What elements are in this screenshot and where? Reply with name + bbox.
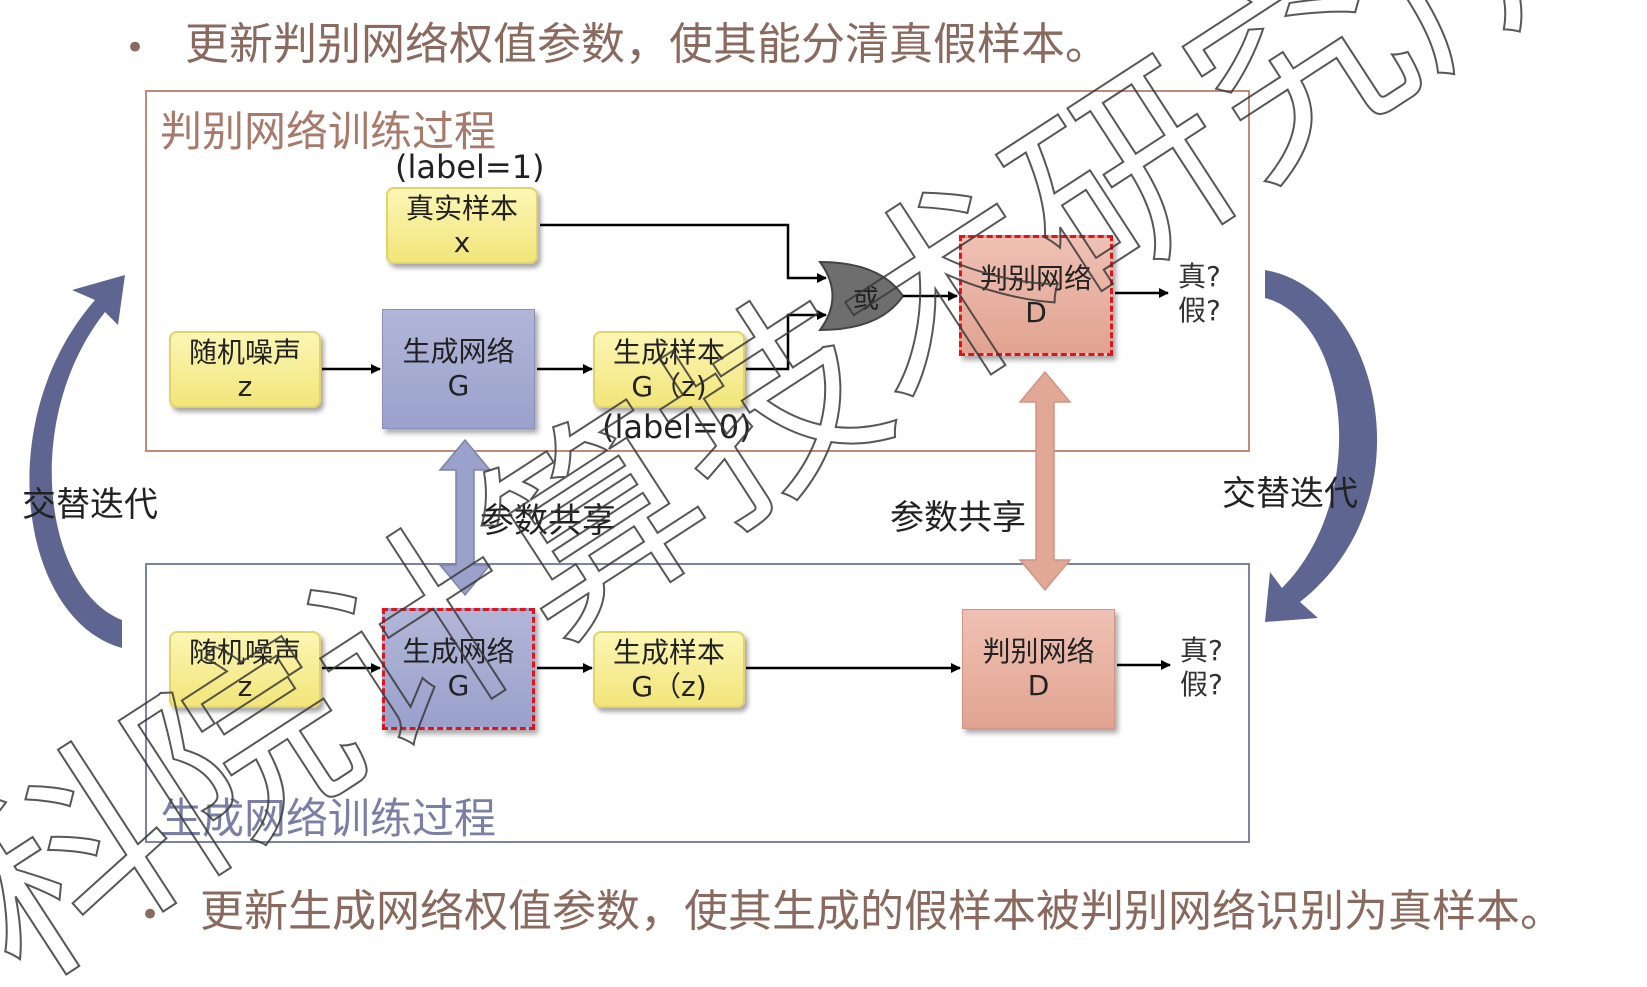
noise-box-2: 随机噪声 z (169, 631, 321, 708)
real-sample-line2: x (453, 225, 471, 259)
generator-panel-output: 真? 假? (1180, 634, 1223, 702)
discriminator-output: 真? 假? (1178, 260, 1221, 328)
or-gate-shape (818, 260, 905, 332)
discriminator-line2: D (1025, 295, 1047, 329)
generator2-line2: G (447, 669, 470, 702)
alternate-iteration-left-label: 交替迭代 (22, 485, 158, 525)
bottom-bullet: • 更新生成网络权值参数，使其生成的假样本被判别网络识别为真样本。 (140, 875, 1564, 939)
discriminator-training-panel (145, 90, 1250, 452)
bottom-bullet-text: 更新生成网络权值参数，使其生成的假样本被判别网络识别为真样本。 (200, 886, 1564, 937)
arrow-fake-to-or (746, 310, 827, 371)
discriminator2-line2: D (1027, 669, 1050, 702)
output-fake: 假? (1178, 294, 1221, 327)
or-gate-label: 或 (853, 285, 880, 315)
generator-line1: 生成网络 (402, 335, 515, 368)
discriminator-box-2: 判别网络 D (962, 609, 1115, 729)
output2-real: 真? (1180, 634, 1223, 667)
real-sample-box: 真实样本 x (386, 187, 538, 264)
param-share-right-label: 参数共享 (890, 498, 1026, 538)
noise2-line2: z (237, 669, 253, 703)
arrow-real-to-or (540, 223, 827, 283)
noise-line1: 随机噪声 (188, 335, 301, 369)
bullet-marker-2: • (140, 895, 161, 935)
generator-training-panel (145, 563, 1250, 843)
generator-panel-title: 生成网络训练过程 (160, 794, 497, 843)
discriminator-line1: 判别网络 (979, 261, 1092, 295)
generator-line2: G (447, 369, 470, 402)
real-sample-line1: 真实样本 (405, 191, 518, 225)
bullet-marker: • (125, 28, 146, 68)
top-bullet-text: 更新判别网络权值参数，使其能分清真假样本。 (185, 19, 1109, 70)
real-label: (label=1) (395, 148, 545, 186)
discriminator-box: 判别网络 D (959, 235, 1113, 356)
generated-sample-line1: 生成样本 (612, 335, 725, 369)
alternate-arrow-right (1265, 270, 1378, 622)
fake-label: (label=0) (602, 408, 752, 446)
discriminator-panel-title: 判别网络训练过程 (160, 107, 497, 156)
param-share-arrow-right (1018, 370, 1072, 592)
generated-sample-box: 生成样本 G（z) (593, 331, 745, 408)
generated-sample2-line1: 生成样本 (612, 635, 725, 669)
noise-box: 随机噪声 z (169, 331, 321, 408)
alternate-iteration-right-label: 交替迭代 (1222, 474, 1358, 514)
discriminator2-line1: 判别网络 (982, 635, 1095, 668)
param-share-arrow-left (438, 438, 492, 597)
param-share-left-label: 参数共享 (480, 501, 616, 541)
generator-box-2: 生成网络 G (382, 608, 535, 730)
noise-line2: z (237, 369, 253, 403)
generated-sample-line2: G（z) (631, 369, 707, 403)
alternate-arrow-left (29, 275, 125, 648)
generator2-line1: 生成网络 (402, 635, 515, 668)
generator-box: 生成网络 G (382, 309, 535, 429)
output-real: 真? (1178, 260, 1221, 293)
generated-sample-box-2: 生成样本 G（z) (593, 631, 745, 708)
top-bullet: • 更新判别网络权值参数，使其能分清真假样本。 (125, 8, 1109, 72)
output2-fake: 假? (1180, 668, 1223, 701)
noise2-line1: 随机噪声 (188, 635, 301, 669)
generated-sample2-line2: G（z) (631, 669, 707, 703)
